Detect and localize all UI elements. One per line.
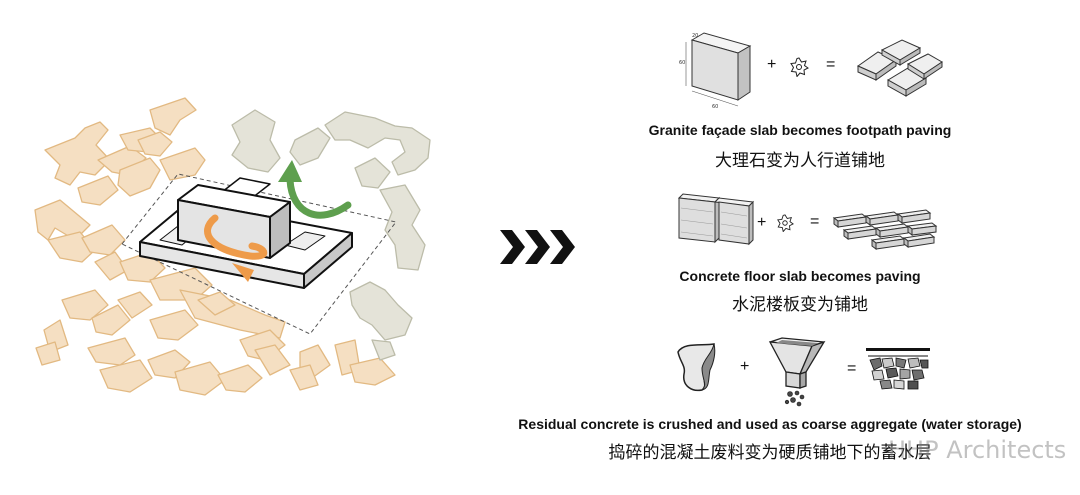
triple-chevron-right-icon [500, 230, 575, 264]
step-3-caption-en: Residual concrete is crushed and used as… [518, 416, 1022, 432]
step-1-paving-tiles-icon [856, 39, 943, 97]
step-3-caption-zh: 捣碎的混凝土废料变为硬质铺地下的蓄水层 [608, 443, 932, 463]
step-1-cutting-gear-icon [790, 57, 809, 77]
step-3-concrete-chunk-icon [677, 343, 716, 392]
dimension-height-label: 60 [679, 60, 685, 66]
step-1-caption-zh: 大理石变为人行道铺地 [715, 151, 885, 171]
step-3-aggregate-layer-icon [866, 348, 930, 390]
step-3-plus-operator: + [740, 358, 750, 375]
site-axonometric-diagram [34, 97, 431, 396]
step-2-plus-operator: + [757, 214, 767, 231]
orange-arrow [204, 214, 268, 282]
dimension-thickness-label: 20 [692, 33, 698, 39]
context-buildings-right [231, 109, 431, 361]
step-2-cutting-gear-icon [777, 214, 794, 232]
step-2-caption-zh: 水泥楼板变为铺地 [732, 295, 868, 315]
dimension-width-label: 60 [712, 104, 718, 110]
step-2-caption-en: Concrete floor slab becomes paving [679, 268, 921, 284]
step-2-concrete-slab-icon [677, 193, 755, 246]
step-1-equals-operator: = [826, 56, 836, 73]
step-2-equals-operator: = [810, 213, 820, 230]
context-buildings-left [34, 97, 396, 396]
step-1-plus-operator: + [767, 56, 777, 73]
green-arrow [278, 160, 352, 219]
site-boundary-dashed [121, 173, 397, 335]
step-3-equals-operator: = [847, 360, 857, 377]
step-1-granite-slab-icon: 60 20 60 [679, 32, 752, 110]
step-1-caption-en: Granite façade slab becomes footpath pav… [648, 122, 952, 138]
proposed-building-massing [139, 177, 353, 289]
step-3-crusher-hopper-icon [768, 337, 826, 407]
watermark-text: HHP Architects [888, 436, 1067, 464]
step-2-paving-blocks-icon [832, 209, 938, 250]
